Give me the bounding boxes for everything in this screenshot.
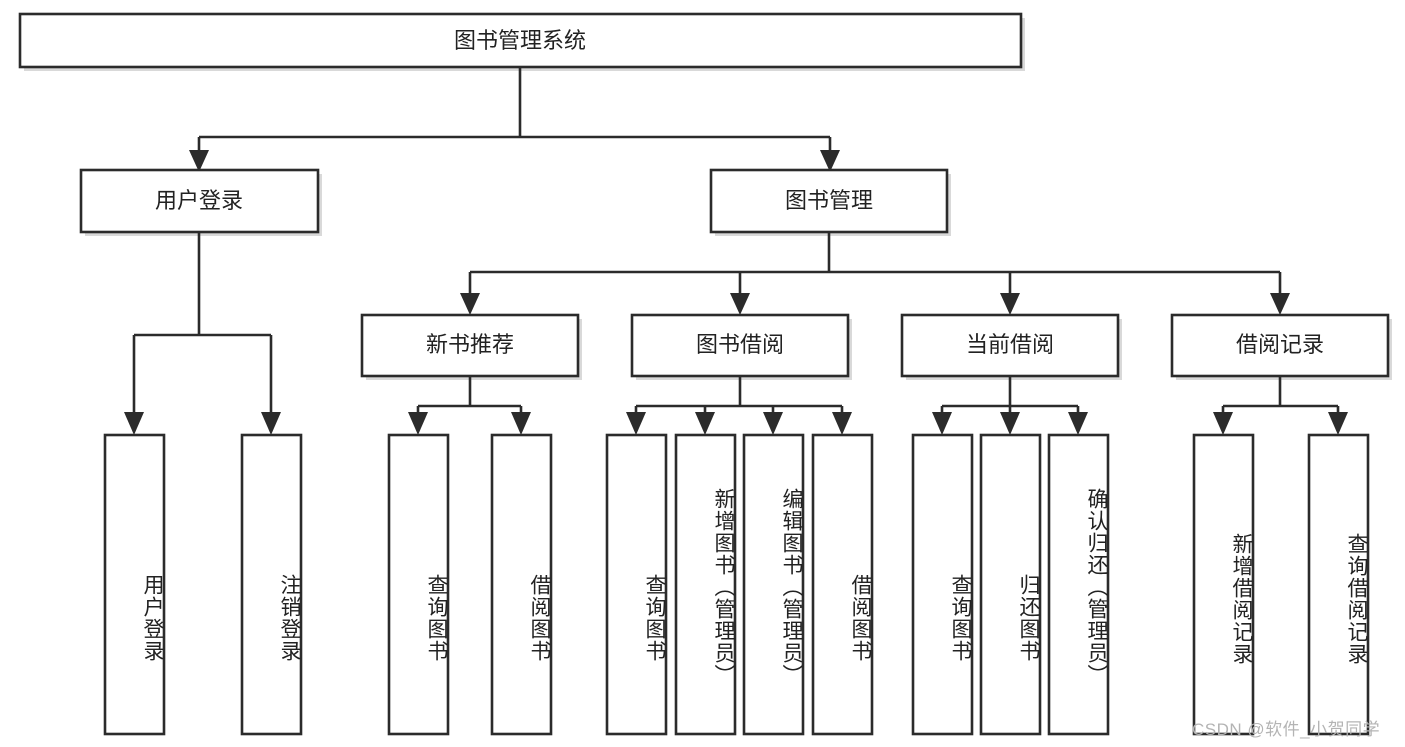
leaf-box-query-book-2[interactable] bbox=[605, 433, 668, 736]
node-user-login[interactable]: 用户登录 bbox=[79, 168, 320, 234]
leaf-box-borrow-book-1[interactable] bbox=[490, 433, 553, 736]
connector-book-management-to-level3 bbox=[460, 232, 1290, 315]
connector-book-borrow-to-leaves bbox=[626, 376, 852, 435]
leaf-box-logout-login[interactable] bbox=[240, 433, 303, 736]
leaf-box-query-record[interactable] bbox=[1307, 433, 1370, 736]
csdn-watermark: CSDN @软件_小贺同学 bbox=[1192, 720, 1381, 739]
connector-borrow-record-to-leaves bbox=[1213, 376, 1348, 435]
node-root[interactable]: 图书管理系统 bbox=[18, 12, 1023, 69]
node-book-borrow-label: 图书借阅 bbox=[696, 332, 784, 357]
leaf-box-return-book[interactable] bbox=[979, 433, 1042, 736]
connector-root-to-level2 bbox=[189, 67, 840, 172]
leaf-box-query-book-1[interactable] bbox=[387, 433, 450, 736]
leaf-box-query-book-3[interactable] bbox=[911, 433, 974, 736]
node-new-book-recommend-label: 新书推荐 bbox=[426, 332, 514, 357]
leaf-box-user-login[interactable] bbox=[103, 433, 166, 736]
node-book-borrow[interactable]: 图书借阅 bbox=[630, 313, 850, 378]
node-current-borrow[interactable]: 当前借阅 bbox=[900, 313, 1120, 378]
node-book-management[interactable]: 图书管理 bbox=[709, 168, 949, 234]
leaf-box-add-record[interactable] bbox=[1192, 433, 1255, 736]
node-current-borrow-label: 当前借阅 bbox=[966, 332, 1054, 357]
leaf-box-confirm-return[interactable] bbox=[1047, 433, 1110, 736]
connector-user-login-to-leaves bbox=[124, 232, 281, 435]
leaf-box-borrow-book-2[interactable] bbox=[811, 433, 874, 736]
node-book-management-label: 图书管理 bbox=[785, 188, 873, 213]
leaf-box-edit-book[interactable] bbox=[742, 433, 805, 736]
leaf-box-add-book[interactable] bbox=[674, 433, 737, 736]
node-root-label: 图书管理系统 bbox=[454, 28, 586, 53]
node-borrow-record-label: 借阅记录 bbox=[1236, 332, 1324, 357]
node-user-login-label: 用户登录 bbox=[155, 188, 243, 213]
connector-new-book-recommend-to-leaves bbox=[408, 376, 531, 435]
node-borrow-record[interactable]: 借阅记录 bbox=[1170, 313, 1390, 378]
leaf-boxes bbox=[103, 433, 1370, 736]
connector-current-borrow-to-leaves bbox=[932, 376, 1088, 435]
node-new-book-recommend[interactable]: 新书推荐 bbox=[360, 313, 580, 378]
